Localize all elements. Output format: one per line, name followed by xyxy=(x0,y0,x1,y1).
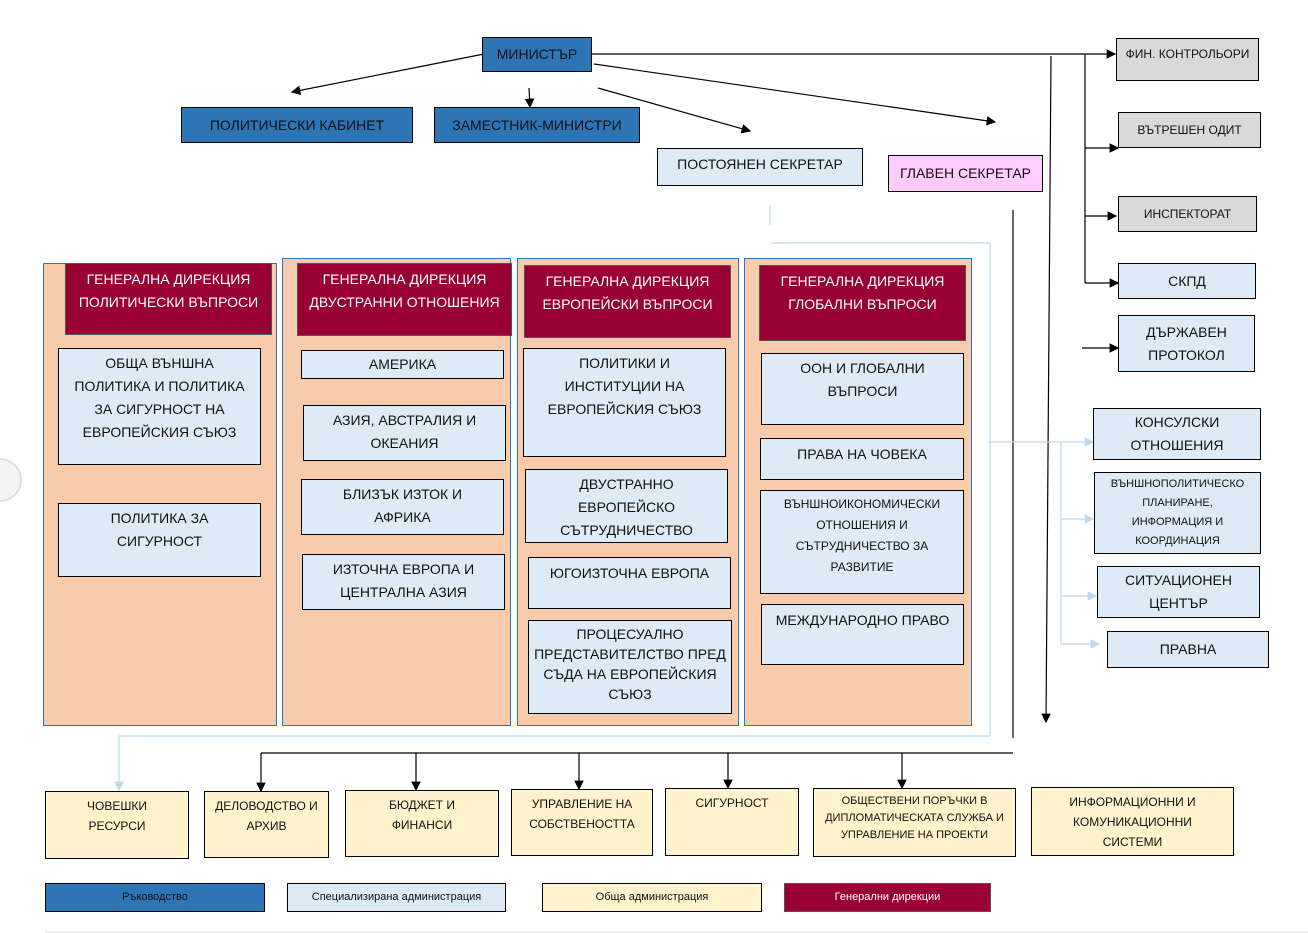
department-box: ВЪНШНОИКОНОМИЧЕСКИ ОТНОШЕНИЯ И СЪТРУДНИЧ… xyxy=(760,490,964,594)
admin-unit: ОБЩЕСТВЕНИ ПОРЪЧКИ В ДИПЛОМАТИЧЕСКАТА СЛ… xyxy=(813,788,1016,857)
admin-unit: УПРАВЛЕНИЕ НА СОБСТВЕНОСТТА xyxy=(511,789,653,856)
admin-unit: ДЕЛОВОДСТВО И АРХИВ xyxy=(204,791,329,858)
right-unit: ФИН. КОНТРОЛЬОРИ xyxy=(1116,38,1259,81)
admin-unit: СИГУРНОСТ xyxy=(665,788,799,856)
legend-general-directorates: Генерални дирекции xyxy=(784,883,991,912)
directorate-panel xyxy=(43,263,277,726)
department-box: АМЕРИКА xyxy=(301,350,504,379)
general-secretary-box: ГЛАВЕН СЕКРЕТАР xyxy=(888,155,1043,192)
right-unit: ВЪТРЕШЕН ОДИТ xyxy=(1118,112,1261,148)
right-unit: ИНСПЕКТОРАТ xyxy=(1118,196,1257,232)
deputy-ministers-box: ЗАМЕСТНИК-МИНИСТРИ xyxy=(434,107,640,143)
admin-unit: БЮДЖЕТ И ФИНАНСИ xyxy=(345,790,499,857)
right-unit: ДЪРЖАВЕН ПРОТОКОЛ xyxy=(1118,315,1255,372)
specialized-unit: КОНСУЛСКИ ОТНОШЕНИЯ xyxy=(1093,408,1261,460)
specialized-unit: ПРАВНА xyxy=(1107,631,1269,668)
permanent-secretary-box: ПОСТОЯНЕН СЕКРЕТАР xyxy=(657,148,863,186)
department-box: ЮГОИЗТОЧНА ЕВРОПА xyxy=(528,557,731,609)
department-box: ПРОЦЕСУАЛНО ПРЕДСТАВИТЕЛСТВО ПРЕД СЪДА Н… xyxy=(528,620,732,714)
legend-leadership: Ръководство xyxy=(45,883,265,912)
department-box: ИЗТОЧНА ЕВРОПА И ЦЕНТРАЛНА АЗИЯ xyxy=(302,554,505,610)
political-cabinet-box: ПОЛИТИЧЕСКИ КАБИНЕТ xyxy=(181,107,413,143)
specialized-unit: СИТУАЦИОНЕН ЦЕНТЪР xyxy=(1097,566,1260,618)
department-box: АЗИЯ, АВСТРАЛИЯ И ОКЕАНИЯ xyxy=(303,405,506,461)
department-box: ПОЛИТИКИ И ИНСТИТУЦИИ НА ЕВРОПЕЙСКИЯ СЪЮ… xyxy=(523,348,726,457)
department-box: БЛИЗЪК ИЗТОК И АФРИКА xyxy=(301,479,504,535)
department-box: ООН И ГЛОБАЛНИ ВЪПРОСИ xyxy=(761,353,964,425)
minister-box: МИНИСТЪР xyxy=(482,37,592,72)
legend-specialized-admin: Специализирана администрация xyxy=(287,883,506,912)
admin-unit: ЧОВЕШКИ РЕСУРСИ xyxy=(45,791,189,859)
directorate-title: ГЕНЕРАЛНА ДИРЕКЦИЯ ПОЛИТИЧЕСКИ ВЪПРОСИ xyxy=(65,263,272,335)
department-box: МЕЖДУНАРОДНО ПРАВО xyxy=(761,604,964,665)
legend-general-admin: Обща администрация xyxy=(542,883,762,912)
department-box: ПОЛИТИКА ЗА СИГУРНОСТ xyxy=(58,503,261,577)
department-box: ПРАВА НА ЧОВЕКА xyxy=(760,438,964,480)
admin-unit: ИНФОРМАЦИОННИ И КОМУНИКАЦИОННИ СИСТЕМИ xyxy=(1031,787,1234,856)
directorate-title: ГЕНЕРАЛНА ДИРЕКЦИЯ ДВУСТРАННИ ОТНОШЕНИЯ xyxy=(297,263,512,336)
department-box: ДВУСТРАННО ЕВРОПЕЙСКО СЪТРУДНИЧЕСТВО xyxy=(525,469,728,543)
directorate-title: ГЕНЕРАЛНА ДИРЕКЦИЯ ЕВРОПЕЙСКИ ВЪПРОСИ xyxy=(524,265,731,338)
specialized-unit: ВЪНШНОПОЛИТИЧЕСКО ПЛАНИРАНЕ, ИНФОРМАЦИЯ … xyxy=(1094,472,1261,554)
department-box: ОБЩА ВЪНШНА ПОЛИТИКА И ПОЛИТИКА ЗА СИГУР… xyxy=(58,348,261,465)
directorate-title: ГЕНЕРАЛНА ДИРЕКЦИЯ ГЛОБАЛНИ ВЪПРОСИ xyxy=(759,265,966,341)
right-unit: СКПД xyxy=(1118,263,1256,299)
